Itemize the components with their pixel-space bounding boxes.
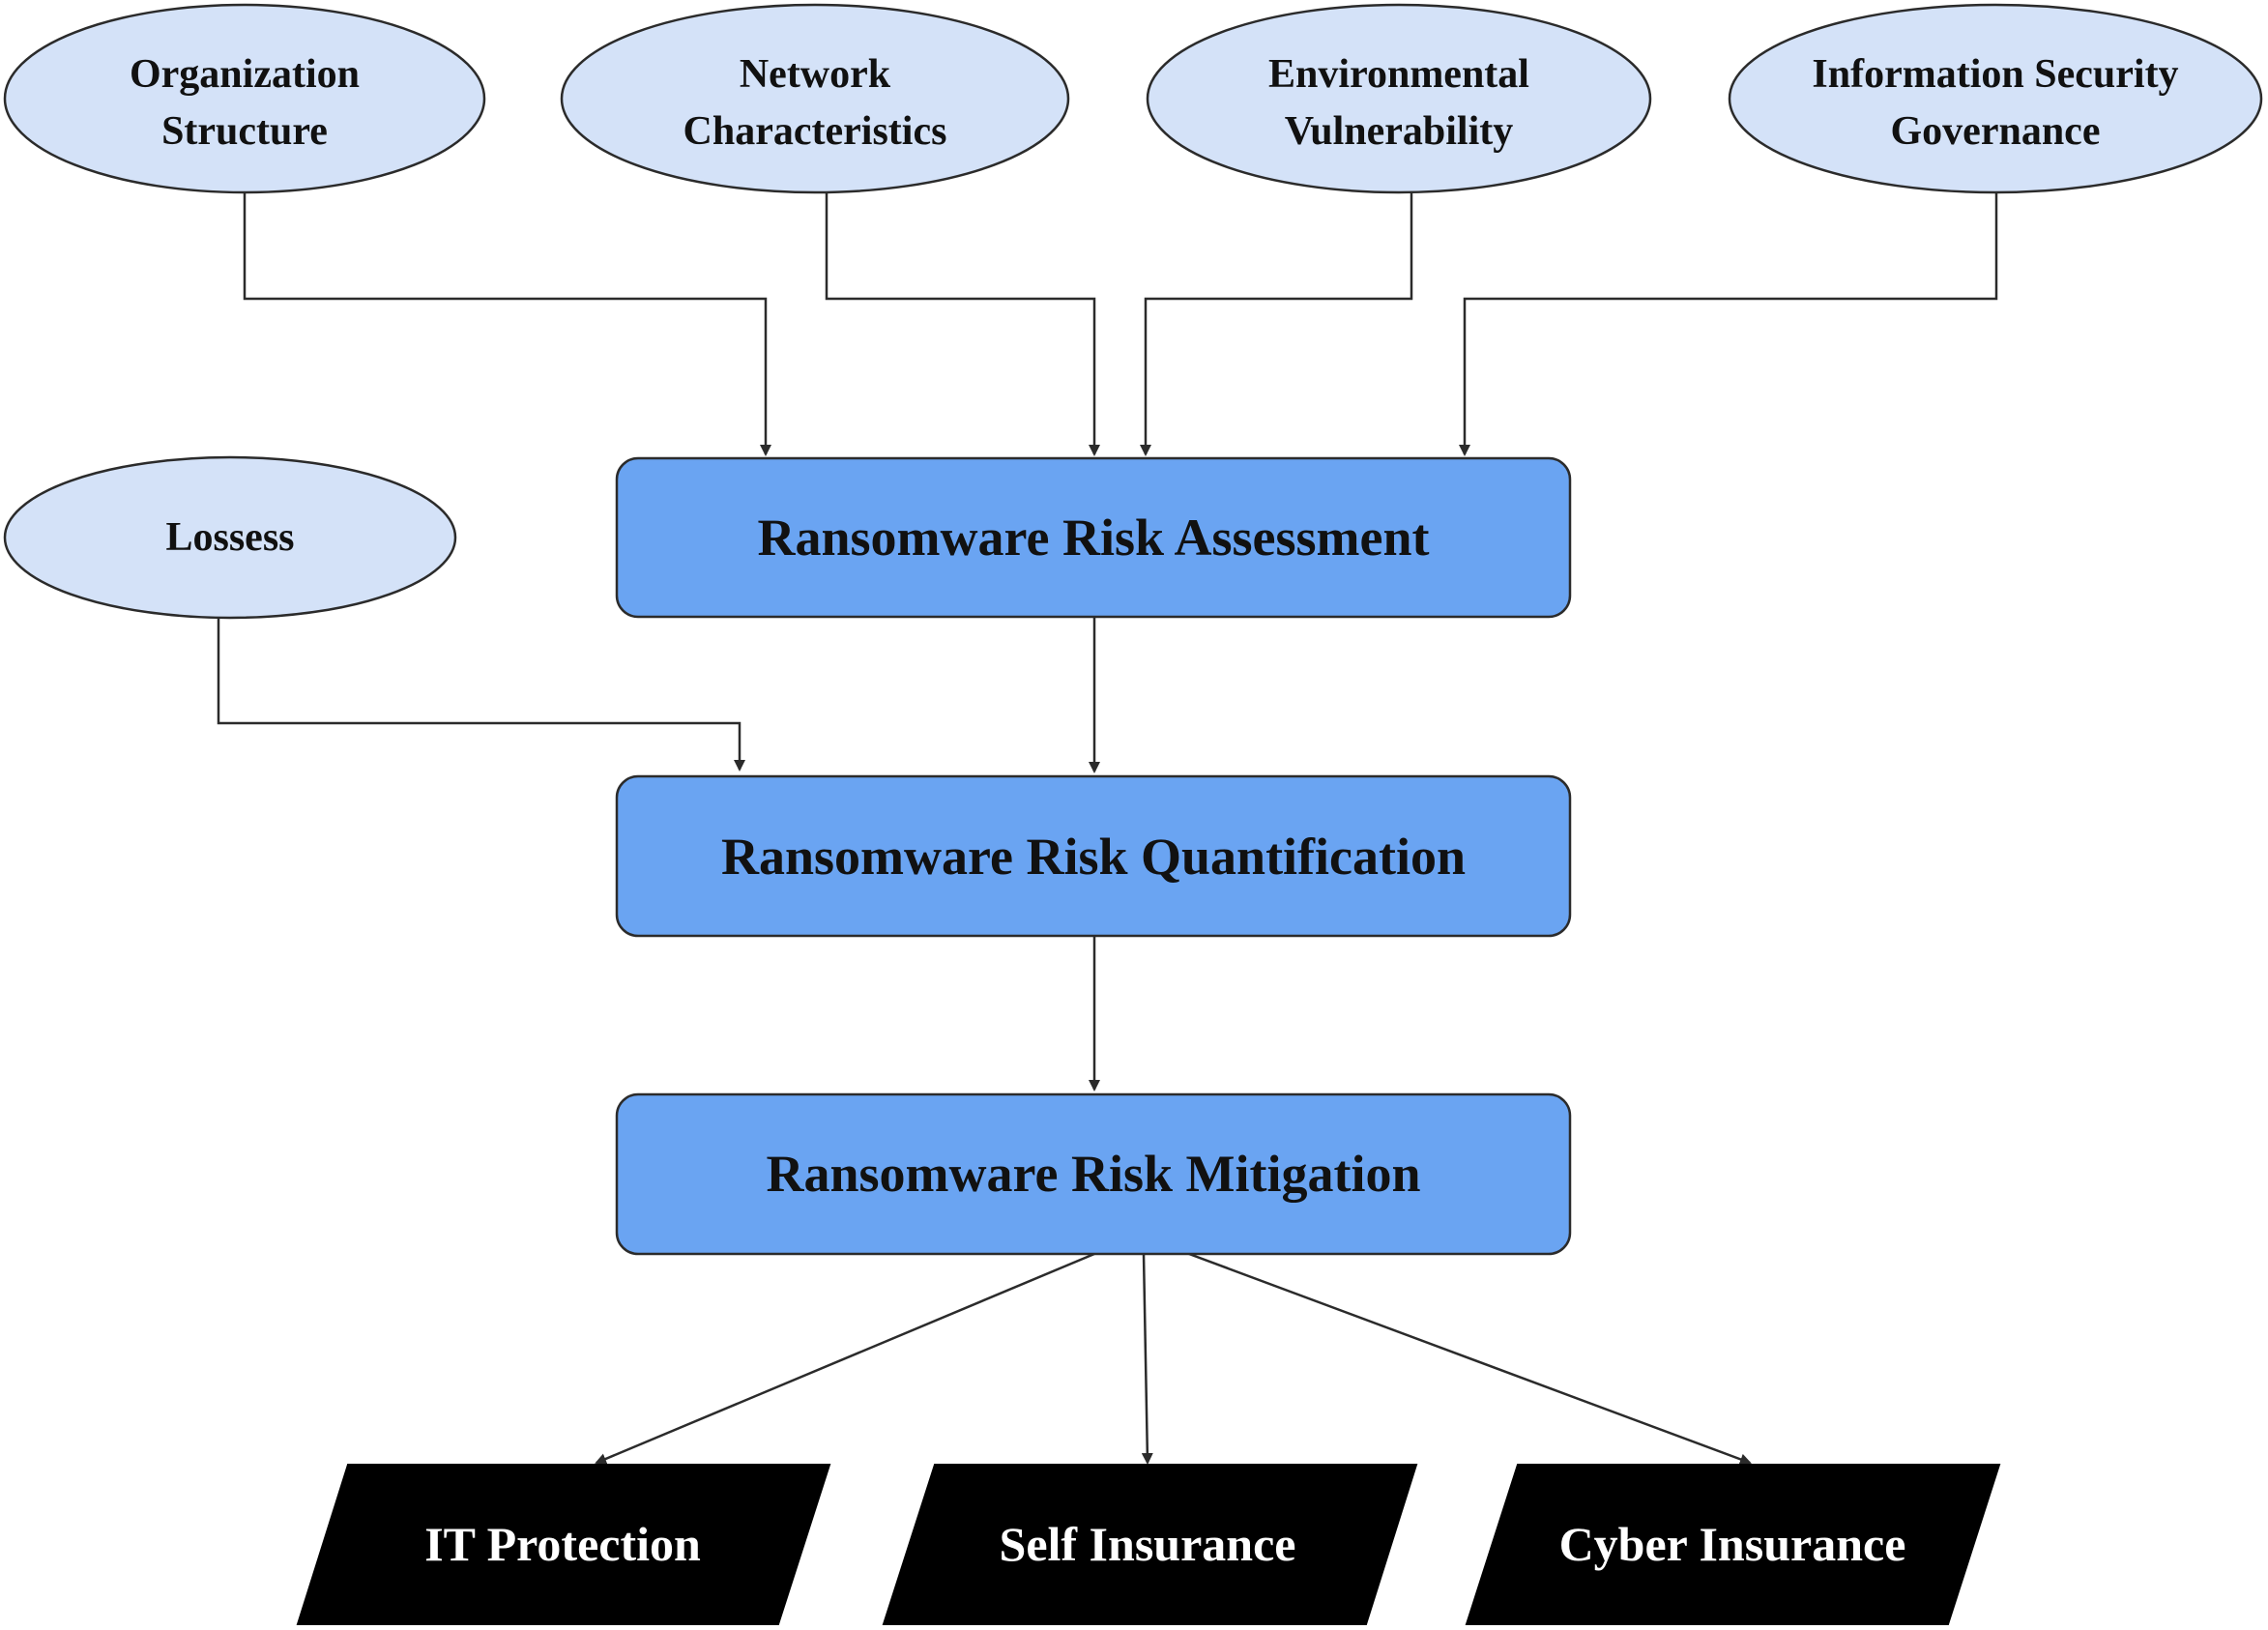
process-risk-quantification: Ransomware Risk Quantification bbox=[615, 774, 1572, 938]
losses-label: Lossess bbox=[165, 515, 294, 560]
environmental-vulnerability-line-2: Vulnerability bbox=[1285, 109, 1514, 154]
risk-assessment-label: Ransomware Risk Assessment bbox=[757, 509, 1429, 567]
information-security-governance-line-2: Governance bbox=[1891, 109, 2101, 154]
connector-network-to-assessment bbox=[825, 193, 1100, 456]
input-losses: Lossess bbox=[3, 455, 457, 620]
output-it-protection: IT Protection bbox=[296, 1464, 831, 1625]
connector-governance-to-assessment bbox=[1459, 193, 1998, 456]
network-characteristics-line-1: Network bbox=[740, 52, 891, 97]
self-insurance-label: Self Insurance bbox=[1000, 1517, 1296, 1571]
process-risk-mitigation: Ransomware Risk Mitigation bbox=[615, 1092, 1572, 1256]
output-cyber-insurance: Cyber Insurance bbox=[1465, 1464, 2001, 1625]
input-network-characteristics: Network Characteristics bbox=[560, 3, 1070, 194]
information-security-governance-line-1: Information Security bbox=[1812, 52, 2178, 97]
it-protection-label: IT Protection bbox=[424, 1517, 701, 1571]
input-information-security-governance: Information Security Governance bbox=[1728, 3, 2263, 194]
environmental-vulnerability-line-1: Environmental bbox=[1268, 52, 1529, 97]
organization-structure-line-2: Structure bbox=[161, 109, 328, 154]
connector-organization-to-assessment bbox=[243, 193, 771, 456]
input-environmental-vulnerability: Environmental Vulnerability bbox=[1146, 3, 1652, 194]
risk-quantification-label: Ransomware Risk Quantification bbox=[721, 828, 1466, 886]
process-risk-assessment: Ransomware Risk Assessment bbox=[615, 456, 1572, 619]
connector-mitigation-to-cyber-insurance bbox=[1188, 1252, 1752, 1466]
risk-mitigation-label: Ransomware Risk Mitigation bbox=[766, 1145, 1420, 1203]
connector-losses-to-quantification bbox=[217, 619, 745, 771]
connectors bbox=[217, 193, 1998, 1466]
network-characteristics-line-2: Characteristics bbox=[683, 109, 947, 154]
input-organization-structure: Organization Structure bbox=[3, 3, 486, 194]
cyber-insurance-label: Cyber Insurance bbox=[1559, 1517, 1906, 1571]
organization-structure-line-1: Organization bbox=[130, 52, 360, 97]
connector-environmental-to-assessment bbox=[1140, 193, 1413, 456]
connector-mitigation-to-self-insurance bbox=[1141, 1253, 1153, 1465]
output-self-insurance: Self Insurance bbox=[882, 1464, 1418, 1625]
connector-mitigation-to-it-protection bbox=[595, 1252, 1095, 1465]
